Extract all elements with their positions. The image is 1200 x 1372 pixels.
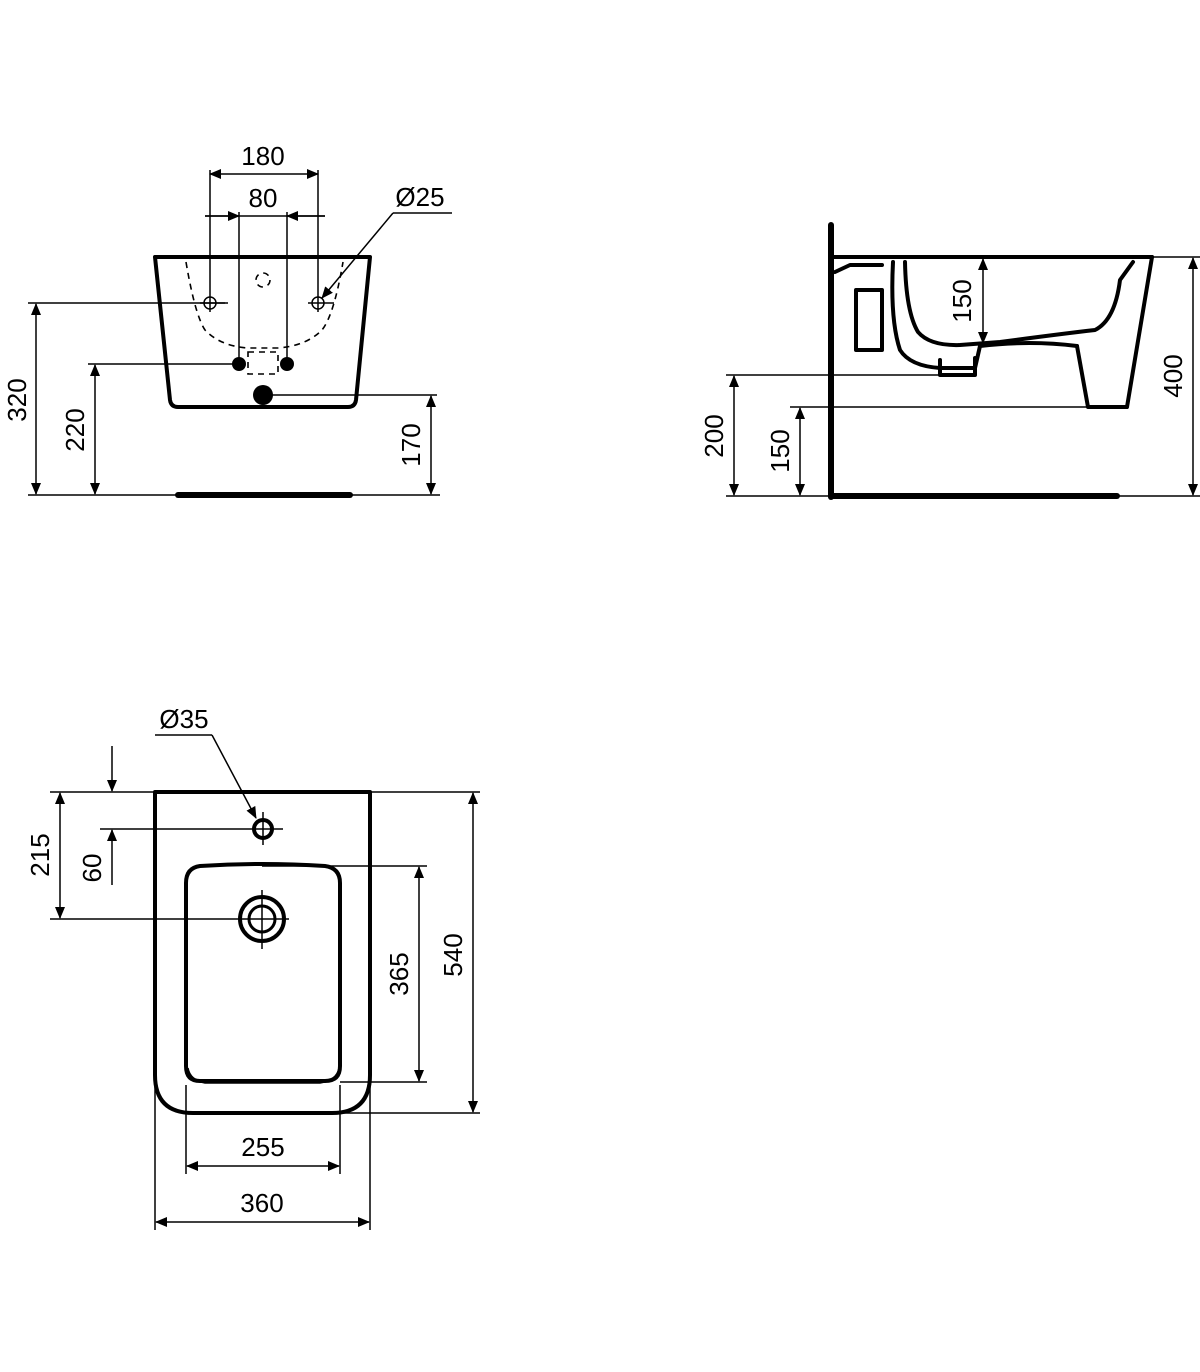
- dim-320: 320: [2, 378, 32, 421]
- leader-d25: [321, 212, 394, 299]
- side-bowl-interior: [903, 260, 1135, 348]
- waste-outlet-dashed: [247, 351, 279, 375]
- dim-365: 365: [384, 952, 414, 995]
- dim-255: 255: [241, 1132, 284, 1162]
- top-view: Ø35 215 60 365 540 255 360: [25, 704, 480, 1230]
- dim-220: 220: [60, 408, 90, 451]
- dim-150: 150: [765, 429, 795, 472]
- overflow-hole-dashed: [255, 272, 271, 288]
- dim-80: 80: [249, 183, 278, 213]
- dim-540: 540: [438, 933, 468, 976]
- side-body-outline: [1075, 255, 1154, 409]
- dim-bowl-150: 150: [947, 279, 977, 322]
- leader-d35: [211, 734, 257, 819]
- fixing-bolt-left: [232, 357, 246, 371]
- dim-170: 170: [396, 423, 426, 466]
- dim-d35: Ø35: [159, 704, 208, 734]
- dim-215: 215: [25, 833, 55, 876]
- dim-400: 400: [1158, 354, 1188, 397]
- dim-d25: Ø25: [395, 182, 444, 212]
- top-bowl-outline: [184, 862, 342, 1083]
- fixing-bolt-right: [280, 357, 294, 371]
- top-body-outline: [153, 790, 372, 1115]
- fixing-bracket: [854, 288, 884, 352]
- dim-200: 200: [699, 414, 729, 457]
- dim-60: 60: [77, 854, 107, 883]
- front-body-outline: [153, 255, 372, 409]
- dim-360: 360: [240, 1188, 283, 1218]
- dim-180: 180: [241, 141, 284, 171]
- front-view: 180 80 Ø25 320 220 170: [2, 141, 452, 498]
- front-inner-bowl-dashed: [185, 261, 344, 349]
- waste-pipe: [253, 385, 273, 405]
- side-view: 150 400 200 150: [699, 222, 1200, 500]
